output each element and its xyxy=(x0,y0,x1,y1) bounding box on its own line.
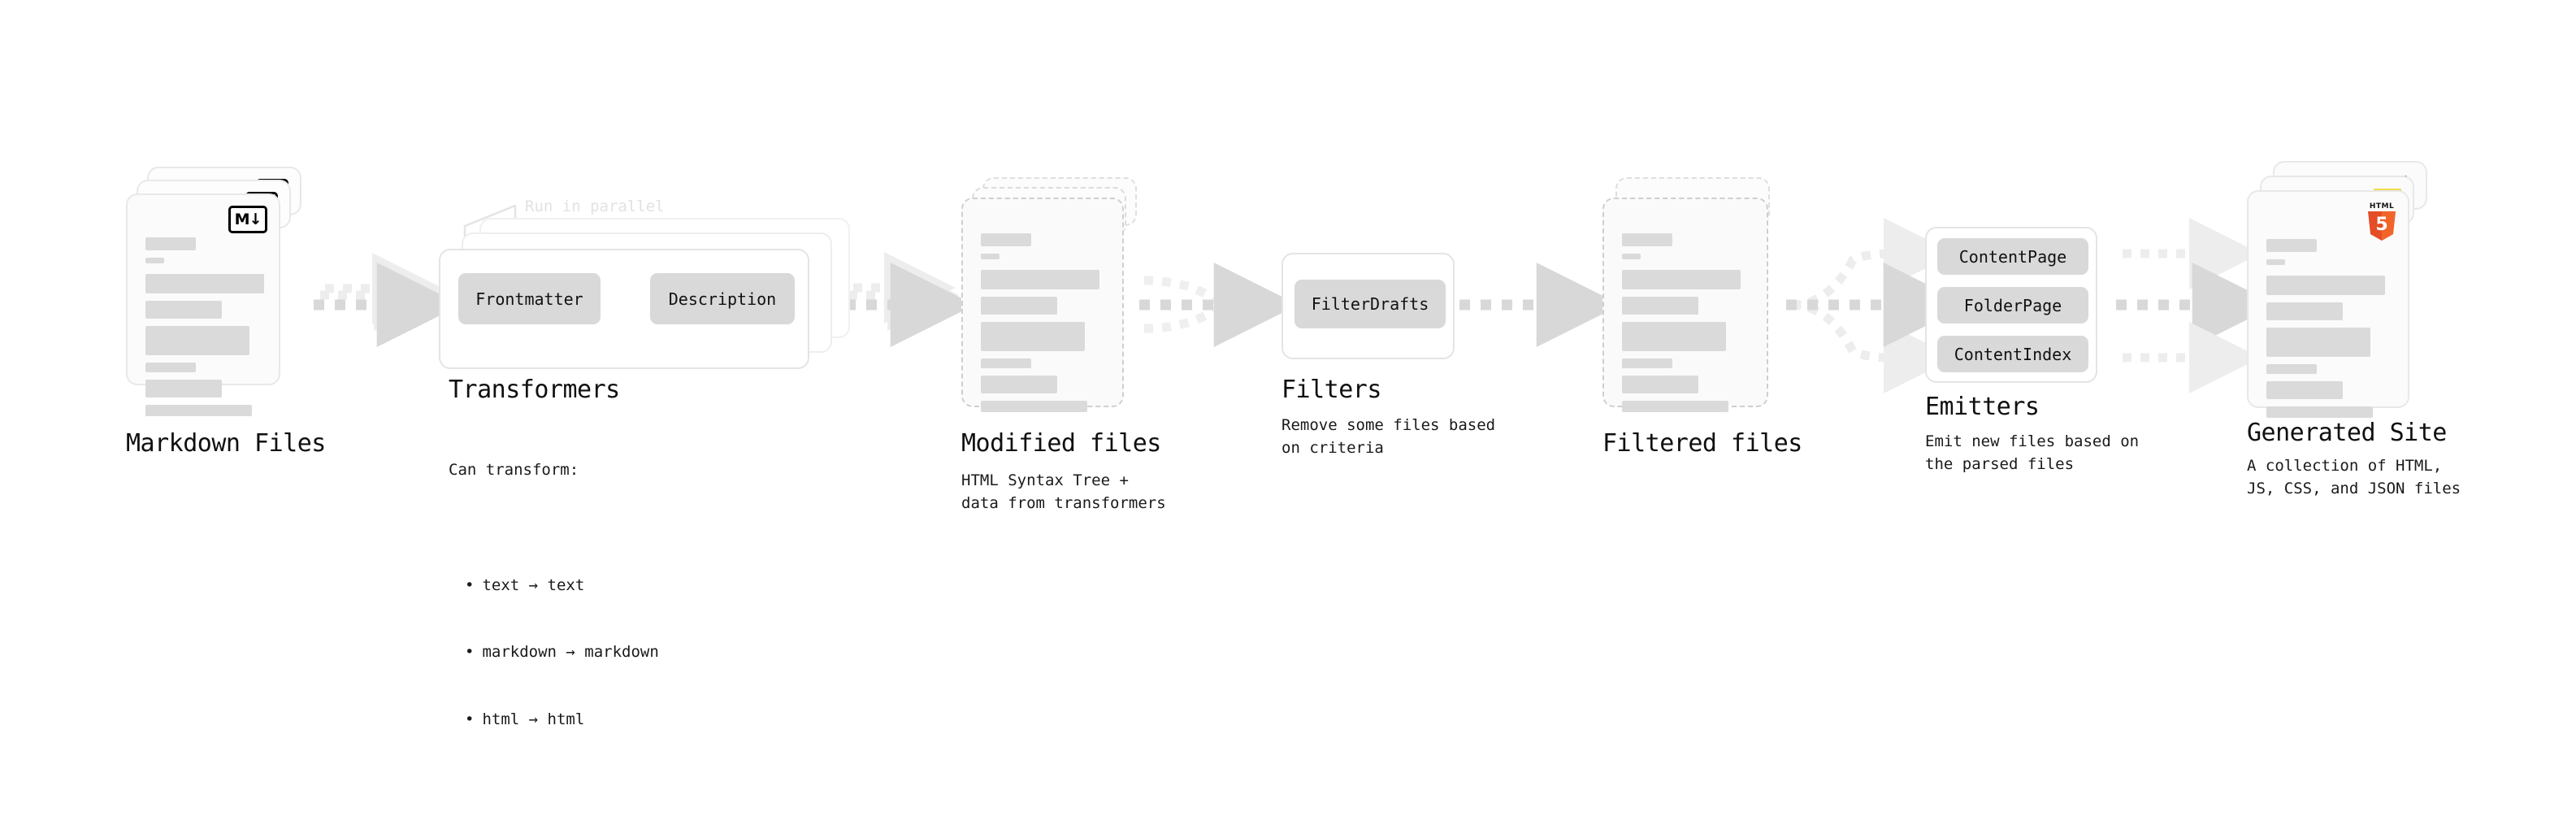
connector-filtered-to-emitters xyxy=(1786,218,1968,393)
skeleton-bar xyxy=(2266,302,2343,320)
skeleton-bar xyxy=(1622,358,1672,368)
transformers-bullet: html → html xyxy=(465,709,659,732)
connector-emitters-to-site xyxy=(2116,218,2277,393)
skeleton-bar xyxy=(1622,376,1698,393)
html5-icon-digit: 5 xyxy=(2375,214,2388,235)
transformer-chip-description[interactable]: Description xyxy=(650,273,795,324)
skeleton-bar xyxy=(145,380,222,397)
filters-chip-filterdrafts-label: FilterDrafts xyxy=(1311,294,1429,314)
transformers-bullet-list: text → text markdown → markdown html → h… xyxy=(449,530,659,776)
skeleton-bar xyxy=(981,358,1031,368)
filtered-doc-front xyxy=(1602,198,1768,412)
generated-doc-html: HTML 5 xyxy=(2247,190,2409,418)
skeleton-bar xyxy=(2266,328,2370,357)
emitters-chip-folderpage[interactable]: FolderPage xyxy=(1937,287,2088,324)
transformer-box-front: Frontmatter Description xyxy=(439,249,809,369)
pipeline-diagram: M↓ M↓ M↓ Markdown Files xyxy=(0,0,2576,681)
skeleton-bar xyxy=(1622,297,1698,315)
emitters-chip-contentpage-label: ContentPage xyxy=(1958,246,2067,267)
skeleton-bar xyxy=(1622,254,1641,259)
emitters-chip-contentpage[interactable]: ContentPage xyxy=(1937,238,2088,275)
emitters-title: Emitters xyxy=(1925,393,2040,421)
emitters-box: ContentPage FolderPage ContentIndex xyxy=(1925,227,2097,383)
skeleton-bar xyxy=(145,405,252,416)
skeleton-bar xyxy=(2266,239,2317,252)
transformer-chip-frontmatter[interactable]: Frontmatter xyxy=(458,273,601,324)
skeleton-bar xyxy=(1622,322,1726,351)
skeleton-bar xyxy=(981,270,1099,289)
modified-doc-skeleton xyxy=(981,233,1106,419)
modified-files-title: Modified files xyxy=(961,429,1161,458)
connector-modified-to-filters xyxy=(1139,263,1299,347)
markdown-files-title: Markdown Files xyxy=(126,429,326,458)
transformers-title: Transformers xyxy=(449,376,620,404)
transformers-subtitle-lead: Can transform: xyxy=(449,461,579,480)
skeleton-bar xyxy=(1622,401,1728,412)
filters-title: Filters xyxy=(1281,376,1381,404)
skeleton-bar xyxy=(1622,270,1741,289)
emitters-subtitle: Emit new files based on the parsed files xyxy=(1925,432,2140,473)
skeleton-bar xyxy=(981,401,1087,412)
skeleton-bar xyxy=(981,233,1031,246)
skeleton-bar xyxy=(1622,233,1672,246)
skeleton-bar xyxy=(145,326,249,355)
transformers-subtitle: Can transform: text → text markdown → ma… xyxy=(449,415,659,821)
emitters-chip-contentindex-label: ContentIndex xyxy=(1954,344,2072,364)
skeleton-bar xyxy=(2266,406,2373,418)
transformer-chip-description-label: Description xyxy=(668,289,777,309)
skeleton-bar xyxy=(2266,381,2343,399)
html5-icon-label: HTML xyxy=(2369,202,2395,211)
generated-site-subtitle: A collection of HTML, JS, CSS, and JSON … xyxy=(2247,457,2461,497)
html5-icon: HTML 5 xyxy=(2366,203,2398,241)
markdown-doc-skeleton xyxy=(145,237,264,424)
skeleton-bar xyxy=(981,254,1000,259)
skeleton-bar xyxy=(145,301,222,319)
filters-chip-filterdrafts[interactable]: FilterDrafts xyxy=(1295,280,1446,328)
transformer-chip-frontmatter-label: Frontmatter xyxy=(475,289,583,309)
connector-markdown-to-transformers xyxy=(314,253,462,347)
html5-icon-shield: 5 xyxy=(2368,211,2396,241)
emitters-chip-contentindex[interactable]: ContentIndex xyxy=(1937,336,2088,372)
run-in-parallel-label: Run in parallel xyxy=(525,198,665,215)
generated-doc-skeleton xyxy=(2266,239,2392,425)
modified-files-subtitle: HTML Syntax Tree + data from transformer… xyxy=(961,471,1166,512)
skeleton-bar xyxy=(145,363,196,372)
skeleton-bar xyxy=(2266,364,2317,374)
skeleton-bar xyxy=(145,258,164,263)
skeleton-bar xyxy=(981,376,1057,393)
skeleton-bar xyxy=(2266,259,2285,265)
markdown-icon: M↓ xyxy=(228,206,267,233)
markdown-doc-front: M↓ xyxy=(126,193,280,416)
filtered-files-title: Filtered files xyxy=(1602,429,1802,458)
transformers-bullet: markdown → markdown xyxy=(465,641,658,664)
skeleton-bar xyxy=(145,274,264,293)
modified-doc-front xyxy=(961,198,1124,412)
filters-box: FilterDrafts xyxy=(1281,253,1455,359)
filtered-doc-skeleton xyxy=(1622,233,1750,419)
emitters-chip-folderpage-label: FolderPage xyxy=(1963,295,2062,315)
skeleton-bar xyxy=(981,322,1085,351)
filters-subtitle: Remove some files based on criteria xyxy=(1281,416,1496,457)
transformers-bullet: text → text xyxy=(465,575,659,597)
skeleton-bar xyxy=(2266,276,2385,295)
skeleton-bar xyxy=(981,297,1057,315)
generated-site-title: Generated Site xyxy=(2247,419,2447,447)
skeleton-bar xyxy=(145,237,196,250)
